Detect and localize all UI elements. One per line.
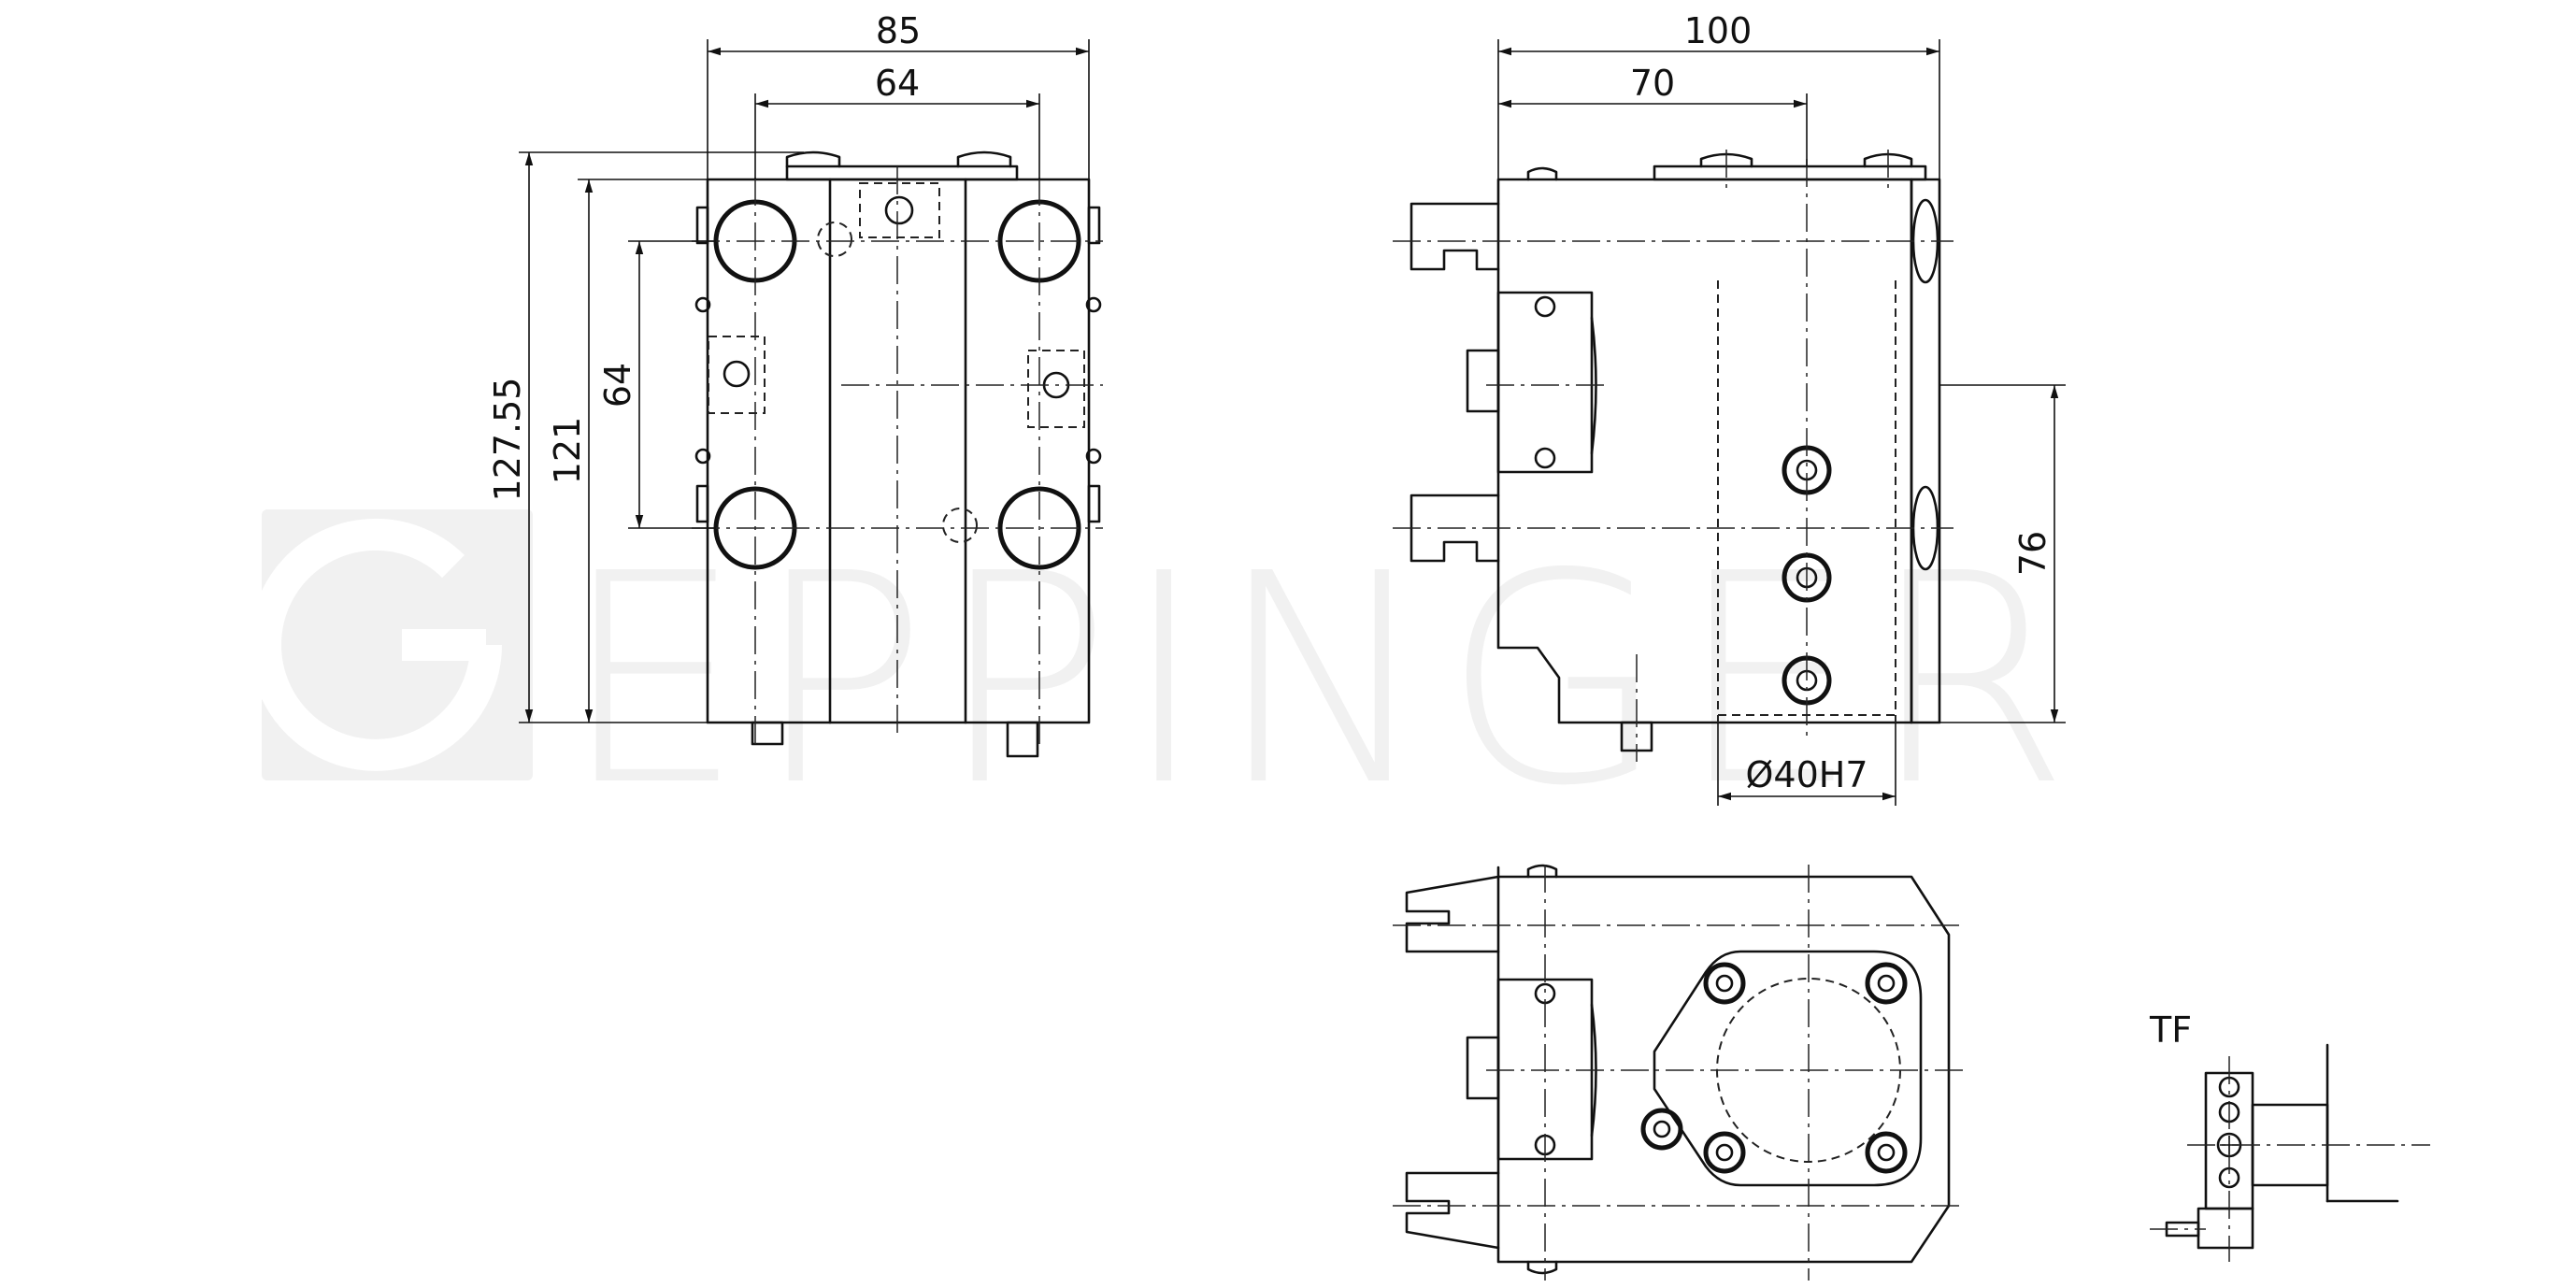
dim-121-label: 121 <box>547 417 588 485</box>
top-view <box>1393 864 1963 1281</box>
side-top-nub <box>1526 166 1558 181</box>
top-fork-top <box>1405 875 1500 953</box>
front-dimensions: 85 64 127.55 121 64 <box>487 10 1090 723</box>
top-clamp-tab <box>1466 1036 1500 1100</box>
side-clamp-screw-bottom <box>1534 447 1556 469</box>
top-fork-bottom <box>1405 1171 1500 1250</box>
tf-detail: TF <box>2149 1009 2430 1262</box>
front-hidden-hole-top <box>817 222 852 257</box>
top-flange-bolt-br <box>1865 1131 1908 1174</box>
side-dimensions: 100 70 76 Ø40H7 <box>1497 10 2066 806</box>
dim-70-label: 70 <box>1630 63 1675 104</box>
top-side-knob <box>1640 1108 1683 1151</box>
top-body-outline <box>1496 875 1951 1264</box>
side-hook-bottom <box>1410 494 1500 563</box>
dim-76-label: 76 <box>2012 531 2054 576</box>
front-hidden-hole-bottom <box>942 508 978 543</box>
front-left-screw <box>723 360 751 388</box>
top-nub-bottom <box>1526 1260 1558 1275</box>
front-hidden-pocket-top <box>859 182 940 238</box>
watermark-logo-mark <box>250 518 502 771</box>
side-view <box>1393 150 1953 762</box>
top-flange-bolt-bl-inner <box>1715 1143 1734 1162</box>
front-hidden-pocket-left <box>708 336 766 414</box>
front-side-nub-left-2 <box>695 484 709 523</box>
dim-64v-label: 64 <box>597 363 638 408</box>
top-nub-top <box>1526 864 1558 879</box>
front-side-pin-1 <box>694 296 711 313</box>
top-flange-outline <box>1653 950 1923 1187</box>
front-top-lug-right <box>956 150 1012 168</box>
front-view <box>692 150 1103 758</box>
dim-100-label: 100 <box>1684 10 1753 51</box>
top-side-knob-inner <box>1653 1120 1671 1138</box>
dim-127-label: 127.55 <box>487 378 528 502</box>
top-flange-bolt-tl <box>1703 962 1746 1005</box>
side-clamp-screw-top <box>1534 295 1556 318</box>
front-bottom-pin-left <box>751 721 784 746</box>
front-side-nub-right-2 <box>1087 484 1101 523</box>
dim-64h-label: 64 <box>875 63 920 104</box>
front-side-nub-right-1 <box>1087 206 1101 245</box>
side-top-rail <box>1653 165 1927 181</box>
top-flange-bolt-tr-inner <box>1877 974 1896 993</box>
watermark-text: EPPINGER <box>561 512 2080 850</box>
dim-85-label: 85 <box>876 10 921 51</box>
front-hidden-pocket-right <box>1027 350 1085 428</box>
top-flange-bolt-tl-inner <box>1715 974 1734 993</box>
front-top-lug-left <box>785 150 841 168</box>
side-clamp-tab <box>1466 349 1500 413</box>
dim-bore-label: Ø40H7 <box>1745 754 1868 795</box>
front-side-pin-3 <box>1085 296 1102 313</box>
side-hook-top <box>1410 202 1500 271</box>
side-clamp-block <box>1496 291 1594 474</box>
top-flange-bolt-tr <box>1865 962 1908 1005</box>
front-bottom-pin-right <box>1006 721 1039 758</box>
top-flange-bolt-br-inner <box>1877 1143 1896 1162</box>
front-side-pin-4 <box>1085 448 1102 465</box>
front-top-screw <box>884 195 914 225</box>
front-top-plate <box>785 165 1019 181</box>
front-side-nub-left-1 <box>695 206 709 245</box>
tf-foot <box>2197 1207 2254 1250</box>
tf-label: TF <box>2149 1009 2192 1051</box>
front-side-pin-2 <box>694 448 711 465</box>
top-flange-bolt-bl <box>1703 1131 1746 1174</box>
